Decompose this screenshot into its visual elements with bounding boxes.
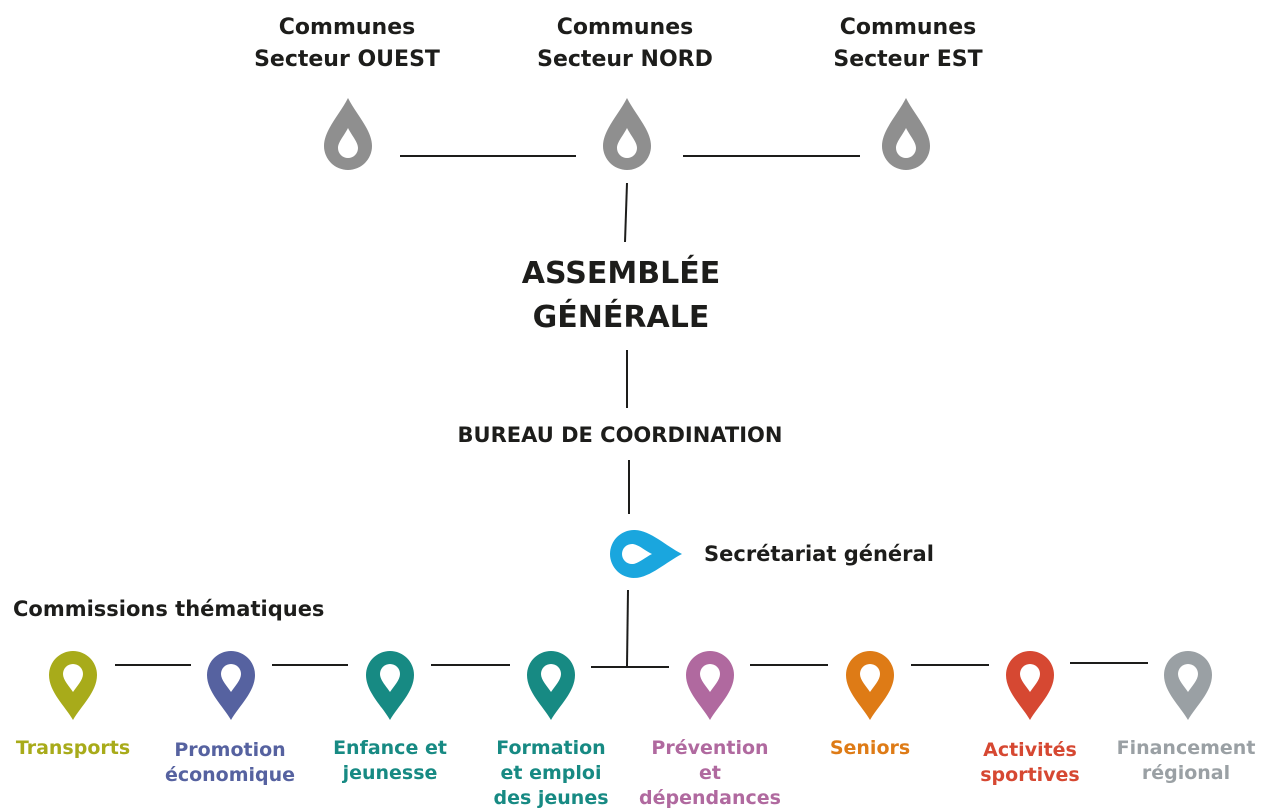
commission-label-prevention: Prévention et dépendances xyxy=(628,736,793,811)
drop-icon xyxy=(610,528,684,580)
map-pin-icon xyxy=(1162,648,1214,722)
commission-label-enfance: Enfance et jeunesse xyxy=(308,736,473,786)
map-pin-icon xyxy=(205,648,257,722)
drop-icon xyxy=(601,96,653,170)
secretariat-label: Secrétariat général xyxy=(704,539,934,569)
commission-label-financement: Financement régional xyxy=(1104,736,1261,786)
commission-label-formation: Formation et emploi des jeunes xyxy=(469,736,634,811)
map-pin-icon xyxy=(364,648,416,722)
drop-icon xyxy=(322,96,374,170)
drop-icon xyxy=(880,96,932,170)
assembly-title: ASSEMBLÉE GÉNÉRALE xyxy=(471,252,771,340)
commission-label-promotion: Promotion économique xyxy=(148,738,313,788)
sector-label-ouest: Communes Secteur OUEST xyxy=(227,12,467,76)
connector-nord-assembly xyxy=(625,183,627,242)
bureau-title: BUREAU DE COORDINATION xyxy=(380,420,860,450)
map-pin-icon xyxy=(47,648,99,722)
sector-label-nord: Communes Secteur NORD xyxy=(505,12,745,76)
commissions-title: Commissions thématiques xyxy=(13,594,324,624)
commission-label-transports: Transports xyxy=(0,736,156,761)
connector-secretariat-commissions xyxy=(627,590,628,666)
map-pin-icon xyxy=(844,648,896,722)
map-pin-icon xyxy=(684,648,736,722)
sector-label-est: Communes Secteur EST xyxy=(788,12,1028,76)
map-pin-icon xyxy=(525,648,577,722)
map-pin-icon xyxy=(1004,648,1056,722)
commission-label-seniors: Seniors xyxy=(788,736,953,761)
commission-label-activites: Activités sportives xyxy=(948,738,1113,788)
